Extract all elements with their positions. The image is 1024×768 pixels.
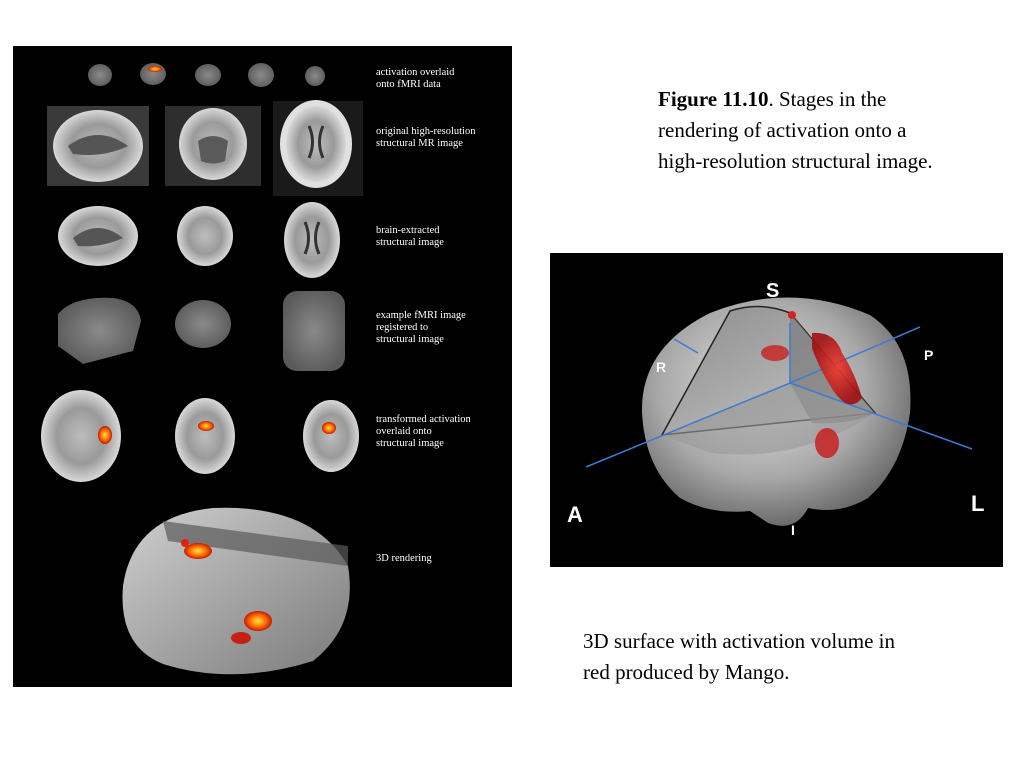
orientation-inferior: I [791,522,795,538]
row-original-mr [47,100,363,196]
orientation-anterior: A [567,502,583,527]
row-transformed-activation [41,390,359,482]
figure-stages-panel: activation overlaid onto fMRI data origi… [13,46,512,687]
row-fmri-activation [88,63,325,87]
brain-stages-image [41,63,363,675]
rendering-3d-image [585,297,973,526]
stage-label-2: original high-resolution structural MR i… [376,126,476,149]
orientation-right: R [656,359,667,375]
stage-label-3: brain-extracted structural image [376,225,444,248]
stage-label-5: transformed activation overlaid onto str… [376,414,471,449]
orientation-left: L [971,491,985,516]
figure-caption: Figure 11.10. Stages in the rendering of… [658,87,933,173]
stage-label-6: 3D rendering [376,553,432,564]
stage-label-4: example fMRI image registered to structu… [376,310,466,345]
row-3d-rendering [122,507,350,675]
orientation-posterior: P [924,347,934,363]
rendering-caption: 3D surface with activation volume in red… [583,629,895,684]
row-fmri-registered [58,291,345,371]
orientation-superior: S [766,280,780,302]
figure-label: Figure 11.10 [658,87,769,111]
rendering-3d-panel: S P R A L I [550,253,1003,567]
row-brain-extracted [58,202,340,278]
stage-label-1: activation overlaid onto fMRI data [376,67,455,90]
